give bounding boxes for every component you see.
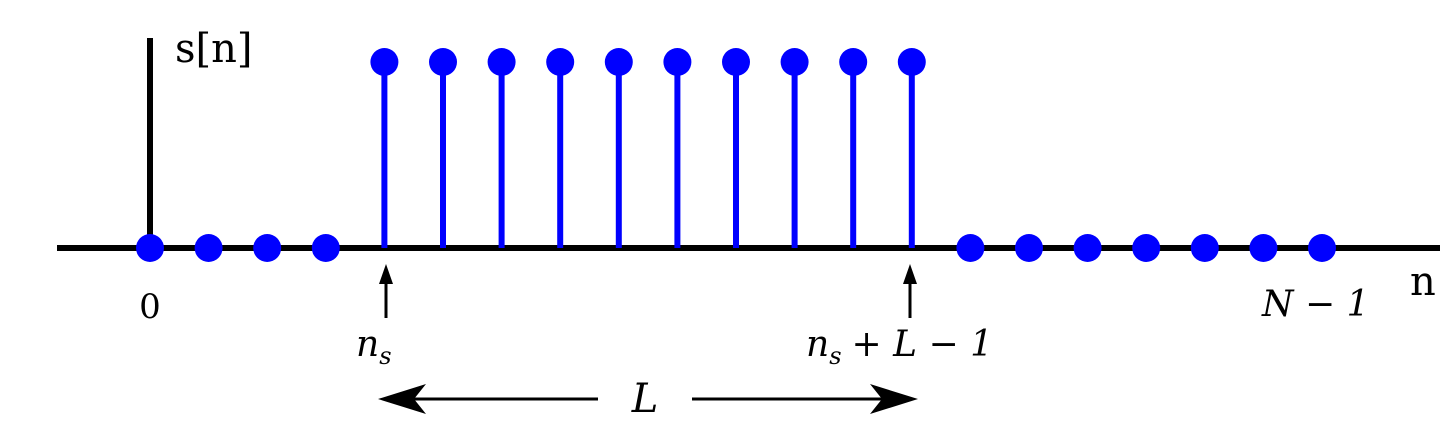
origin-label: 0 (139, 287, 161, 327)
stem-point-20 (1308, 234, 1336, 262)
stem-point-4 (370, 48, 399, 76)
end-label-main: n (806, 324, 829, 365)
stem-point-11 (780, 48, 809, 76)
stem-point-0 (136, 234, 164, 262)
start-label-main: n (356, 324, 379, 365)
end-label-rest: + L − 1 (852, 324, 993, 365)
x-axis-label: n (1410, 259, 1436, 305)
stem-point-8 (604, 48, 633, 76)
stem-point-16 (1073, 234, 1102, 262)
length-arrow-left-head (378, 384, 426, 414)
end-arrow-head (903, 264, 917, 284)
stem-point-6 (487, 48, 516, 76)
stem-point-14 (956, 234, 985, 262)
end-label: ns + L − 1 (806, 324, 993, 370)
stem-point-17 (1132, 234, 1161, 262)
stem-point-18 (1190, 234, 1219, 262)
stem-point-10 (722, 48, 750, 76)
stem-point-3 (311, 234, 340, 262)
stem-point-19 (1249, 234, 1278, 262)
stem-point-13 (897, 48, 926, 76)
stem-point-12 (839, 48, 868, 76)
start-label-sub: s (379, 342, 391, 370)
stem-point-2 (253, 234, 282, 262)
start-arrow-head (379, 264, 393, 284)
y-axis-label: s[n] (175, 26, 253, 72)
stem-point-7 (546, 48, 575, 76)
start-label: ns (356, 324, 392, 370)
length-arrow-right-head (870, 384, 918, 414)
stem-point-15 (1015, 234, 1043, 262)
stem-point-9 (663, 48, 692, 76)
stem-series (136, 48, 1336, 262)
stem-point-1 (194, 234, 223, 262)
length-label: L (631, 376, 659, 422)
stem-point-5 (429, 48, 457, 76)
end-label-sub: s (829, 342, 841, 370)
last-index-label: N − 1 (1261, 284, 1369, 325)
